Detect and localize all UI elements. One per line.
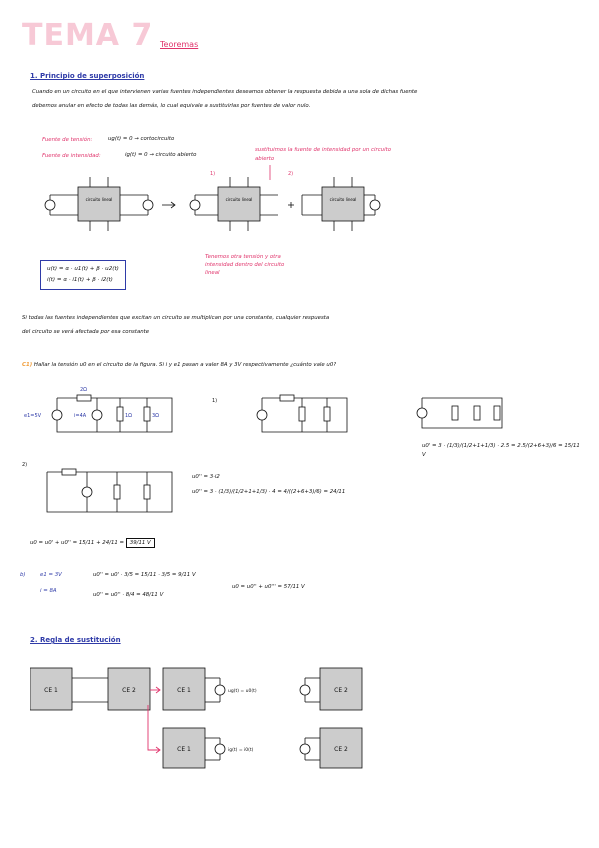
part-number: 2)	[22, 462, 27, 468]
page-subtitle: Teoremas	[160, 40, 199, 49]
paragraph-line: Cuando en un circuito en el que intervie…	[32, 89, 418, 95]
section-heading-substitution: 2. Regla de sustitución	[30, 636, 121, 644]
label-r2: 3Ω	[152, 413, 159, 419]
circuit-label: circuito lineal	[86, 197, 113, 202]
calc-part2b: u0'' = 3 · (1/3)/(1/2+1+1/3) · 4 = 4/((2…	[192, 489, 346, 495]
case-number: 2)	[288, 171, 293, 177]
ce1-label: CE 1	[177, 687, 191, 694]
superposition-equations: u(t) = α · u1(t) + β · u2(t) i(t) = α · …	[40, 260, 126, 290]
calc-part1: u0' = 3 · (1/3)/(1/2+1+1/3) · 2.5 = 2.5/…	[422, 443, 580, 458]
paragraph-line: debemos anular en efecto de todas las de…	[32, 103, 311, 109]
tension-rule: ug(t) = 0 → cortocircuito	[108, 136, 175, 142]
circuit-label: circuito lineal	[226, 197, 253, 202]
page-title: TEMA 7	[22, 18, 154, 53]
intensidad-label: Fuente de intensidad:	[42, 153, 101, 159]
label-r1: 1Ω	[125, 413, 132, 419]
calc-part2a: u0'' = 3·i2	[192, 474, 220, 480]
exercise-number: C1)	[22, 362, 33, 368]
exercise-text: Hallar la tensión u0 en el circuito de l…	[33, 362, 337, 368]
ce1-label: CE 1	[177, 746, 191, 753]
case-number: 1)	[210, 171, 215, 177]
part-b-cond1: e1 = 3V	[40, 572, 62, 578]
note-top: sustituimos la fuente de intensidad por …	[255, 147, 391, 162]
equation-u: u(t) = α · u1(t) + β · u2(t)	[47, 266, 119, 272]
substitution-tension: ug(t) = u0(t)	[228, 688, 257, 694]
ce2-label: CE 2	[334, 687, 348, 694]
tension-label: Fuente de tensión:	[42, 137, 93, 143]
label-r-top: 2Ω	[80, 387, 87, 393]
exercise-statement: C1) Hallar la tensión u0 en el circuito …	[22, 362, 592, 368]
superposition-diagram: circuito lineal circuito lineal circuito…	[44, 165, 381, 231]
label-i: i=4A	[74, 413, 87, 419]
part-b-calc1: u0'' = u0' · 3/5 = 15/11 · 3/5 = 9/11 V	[93, 572, 196, 578]
circuit-label: circuito lineal	[330, 197, 357, 202]
part-number: 1)	[212, 398, 217, 404]
equation-i: i(t) = α · i1(t) + β · i2(t)	[47, 277, 113, 283]
paragraph-line: Si todas las fuentes independientes que …	[22, 315, 330, 321]
ce2-label: CE 2	[122, 687, 136, 694]
paragraph-line: del circuito se verá afectada por esa co…	[22, 329, 150, 335]
part-b-result: u0 = u0'' + u0''' = 57/11 V	[232, 584, 305, 590]
exercise-circuits: e1=5V i=4A 2Ω 1Ω 3Ω 1) 2)	[22, 387, 503, 513]
ce1-label: CE 1	[44, 687, 58, 694]
intensidad-rule: ig(t) = 0 → circuito abierto	[125, 152, 197, 158]
part-b-label: b)	[20, 572, 26, 578]
section-heading-superposition: 1. Principio de superposición	[30, 72, 145, 80]
ce2-label: CE 2	[334, 746, 348, 753]
total-expression: u0 = u0' + u0'' = 15/11 + 24/11 =	[30, 540, 125, 546]
total-result-box: 39/11 V	[125, 538, 155, 548]
part-b-calc2: u0'' = u0'' · 8/4 = 48/11 V	[93, 592, 164, 598]
total-result-line: u0 = u0' + u0'' = 15/11 + 24/11 = 39/11 …	[30, 538, 155, 548]
part-b-cond2: i = 8A	[40, 588, 57, 594]
substitution-intensidad: ig(t) = i0(t)	[228, 747, 254, 753]
label-e1: e1=5V	[24, 413, 42, 419]
note-bottom: Tenemos otra tensión y otra intensidad d…	[205, 254, 285, 276]
substitution-diagram: CE 1 CE 2 CE 1 CE 2 CE 1 CE 2 ug(t) = u0…	[30, 667, 363, 769]
